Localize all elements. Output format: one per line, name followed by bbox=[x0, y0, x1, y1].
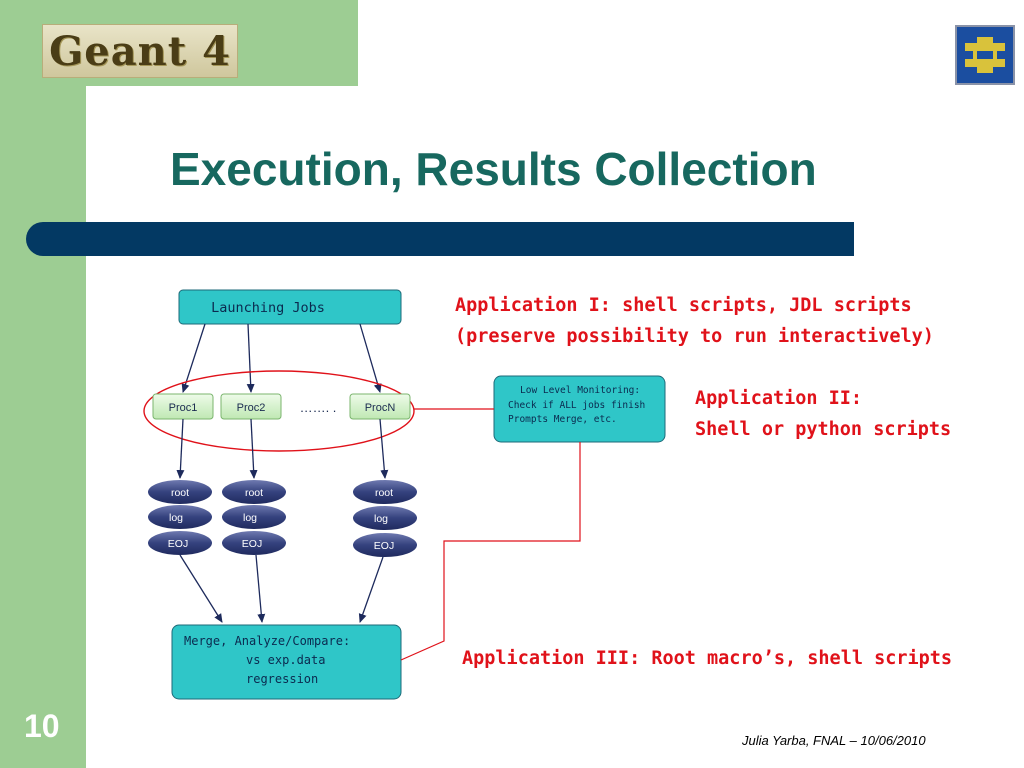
arrow-launch-proc1 bbox=[181, 323, 206, 393]
proc-ellipsis: ……. . bbox=[300, 400, 337, 415]
connector-monitor-merge bbox=[400, 442, 581, 661]
arrow-proc1-outputs bbox=[176, 418, 185, 479]
output-label: EOJ bbox=[242, 538, 262, 550]
launching-jobs-label: Launching Jobs bbox=[211, 300, 325, 316]
output-label: EOJ bbox=[168, 538, 188, 550]
output-oval bbox=[222, 531, 286, 555]
merge-line-2: vs exp.data bbox=[246, 653, 325, 667]
output-label: log bbox=[169, 512, 183, 524]
output-oval bbox=[222, 505, 286, 529]
output-oval bbox=[148, 505, 212, 529]
application-1-line-1: Application I: shell scripts, JDL script… bbox=[455, 295, 912, 316]
output-oval bbox=[148, 480, 212, 504]
application-3-text: Application III: Root macro’s, shell scr… bbox=[462, 648, 953, 669]
merge-line-3: regression bbox=[246, 672, 318, 686]
proc-group-ellipse bbox=[143, 370, 415, 452]
application-2-text: Application II: Shell or python scripts bbox=[695, 383, 951, 445]
logo-text: Geant 4 bbox=[49, 27, 231, 75]
merge-line-1: Merge, Analyze/Compare: bbox=[184, 634, 350, 648]
monitoring-line-3: Prompts Merge, etc. bbox=[508, 414, 617, 425]
slide-title: Execution, Results Collection bbox=[170, 143, 817, 195]
output-oval bbox=[353, 506, 417, 530]
arrow-outputsn-merge bbox=[358, 556, 384, 623]
slide-number: 10 bbox=[24, 708, 60, 744]
application-2-line-1: Application II: bbox=[695, 388, 863, 409]
output-oval bbox=[148, 531, 212, 555]
application-2-line-2: Shell or python scripts bbox=[695, 419, 952, 440]
procn-label: ProcN bbox=[365, 402, 396, 414]
application-1-text: Application I: shell scripts, JDL script… bbox=[455, 290, 934, 352]
arrow-proc2-outputs bbox=[249, 418, 258, 479]
proc1-label: Proc1 bbox=[169, 402, 198, 414]
geant4-logo: Geant 4 bbox=[42, 24, 238, 78]
output-oval bbox=[353, 480, 417, 504]
arrow-outputs1-merge bbox=[179, 554, 223, 623]
output-label: root bbox=[245, 487, 263, 499]
arrow-launch-proc2 bbox=[246, 323, 255, 393]
monitoring-line-1: Low Level Monitoring: bbox=[520, 385, 640, 396]
footer-credit: Julia Yarba, FNAL – 10/06/2010 bbox=[742, 733, 926, 748]
proc2-label: Proc2 bbox=[237, 402, 266, 414]
arrow-procn-outputs bbox=[379, 418, 389, 479]
output-label: log bbox=[243, 512, 257, 524]
output-oval bbox=[222, 480, 286, 504]
launching-jobs-box bbox=[178, 289, 402, 325]
arrow-outputs2-merge bbox=[255, 554, 266, 623]
output-label: log bbox=[374, 513, 388, 525]
merge-box bbox=[171, 624, 402, 700]
output-label: root bbox=[375, 487, 393, 499]
arrow-launch-procn bbox=[359, 323, 382, 393]
application-1-line-2: (preserve possibility to run interactive… bbox=[455, 326, 934, 347]
monitoring-line-2: Check if ALL jobs finish bbox=[508, 400, 645, 411]
output-oval bbox=[353, 533, 417, 557]
output-label: EOJ bbox=[374, 540, 394, 552]
title-underline-bar bbox=[26, 222, 854, 256]
left-sidebar-band bbox=[0, 0, 86, 768]
fermilab-logo-icon bbox=[955, 25, 1015, 85]
output-label: root bbox=[171, 487, 189, 499]
